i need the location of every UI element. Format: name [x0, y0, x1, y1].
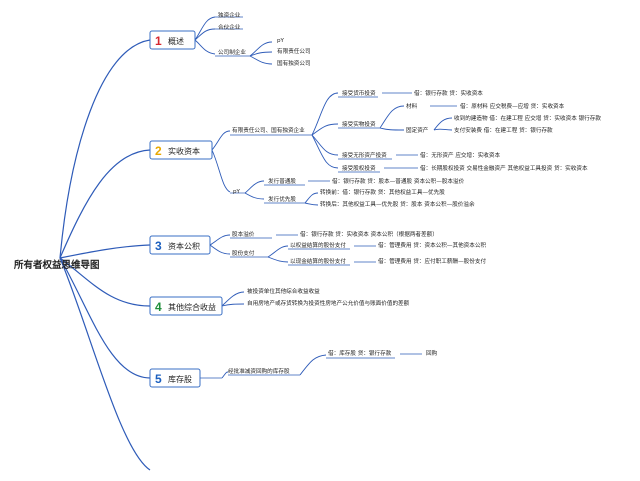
branch-4-node[interactable]: 4 其他综合收益 [149, 296, 223, 316]
branch-4-number: 4 [155, 300, 162, 314]
leaf-fixed-entry-2: 支付安装费 借：在建工程 贷：银行存款 [454, 126, 553, 134]
branch-1-number: 1 [155, 34, 162, 48]
leaf-treasury-entry: 借：库存股 贷：银行存款 [328, 349, 392, 357]
branch-3-number: 3 [155, 239, 162, 253]
branch-1-connectors [194, 16, 273, 65]
branch-3-node[interactable]: 3 资本公积 [149, 235, 211, 255]
leaf-after-conversion: 转换后：其他权益工具—优先股 贷：股本 资本公积—股价溢余 [320, 200, 475, 208]
branch-4-label: 其他综合收益 [168, 302, 216, 312]
leaf-premium-entry: 借：银行存款 贷：实收资本 资本公积（根据两者差额） [300, 230, 438, 238]
leaf-py-1: pY [277, 38, 285, 44]
branch-2-label: 实收资本 [168, 146, 200, 156]
leaf-preferred-shares: 发行优先股 [268, 195, 296, 203]
root-title: 所有者权益思维导图 [14, 259, 100, 271]
leaf-llc: 有限责任公司 [277, 47, 311, 55]
leaf-buyback: 回购 [426, 349, 438, 357]
branch-5-node[interactable]: 5 库存股 [149, 368, 201, 388]
leaf-py-2: pY [233, 189, 241, 195]
leaf-oci-investee: 被投资单位其他综合收益收益 [247, 287, 320, 295]
branch-2-connectors [211, 92, 457, 206]
leaf-oci-conversion: 自用房地产或存货转换为投资性房地产公允价值与账面价值的差额 [247, 299, 410, 307]
branch-1-label: 概述 [168, 36, 184, 46]
leaf-intangible: 接受无形资产投资 [342, 151, 387, 159]
leaf-partnership: 合伙企业 [218, 23, 241, 31]
branch-2-node[interactable]: 2 实收资本 [149, 140, 213, 160]
leaf-intangible-entry: 借：无形资产 应交增：实收资本 [420, 151, 500, 159]
main-connectors [59, 39, 151, 471]
leaf-approved-buyback: 经批准减资回购的库存股 [228, 367, 290, 375]
leaf-sole-proprietorship: 独资企业 [218, 11, 241, 19]
leaf-material: 材料 [406, 102, 418, 110]
leaf-material-entry: 借：原材料 应交税费—应增 贷：实收资本 [460, 102, 565, 110]
leaf-before-conversion: 转换前：借：银行存款 贷：其他权益工具—优先股 [320, 188, 445, 196]
leaf-corporate: 公司制企业 [218, 48, 246, 56]
branch-4-connectors [221, 291, 245, 307]
leaf-fixed-entry-1: 收到的建造物 借：在建工程 应交增 贷：实收资本 银行存款 [454, 114, 601, 122]
branch-2-number: 2 [155, 144, 162, 158]
branch-5-connectors [200, 353, 422, 379]
leaf-cash-settled: 以现金结算的股份支付 [290, 257, 346, 265]
leaf-ordinary-entry: 借：银行存款 贷：股本—普通股 资本公积—股本溢价 [332, 177, 465, 185]
leaf-equity-settled-entry: 借：管理费用 贷：资本公积—其他资本公积 [378, 241, 486, 249]
branch-3-label: 资本公积 [168, 241, 200, 251]
leaf-share-premium: 股本溢价 [232, 230, 255, 238]
leaf-fixed-asset: 固定资产 [406, 126, 429, 134]
leaf-equity-invest: 接受股权投资 [342, 164, 376, 172]
leaf-cash-invest: 接受货币投资 [342, 89, 376, 97]
leaf-equity-entry: 借：长期股权投资 交易性金融资产 其他权益工具投资 贷：实收资本 [420, 164, 588, 172]
leaf-share-payment: 股份支付 [232, 249, 255, 257]
leaf-cash-entry: 借：银行存款 贷：实收资本 [414, 89, 483, 97]
leaf-kind-invest: 接受实物投资 [342, 120, 376, 128]
branch-5-label: 库存股 [168, 374, 192, 384]
leaf-llc-state: 有限责任公司、国有独资企业 [232, 126, 305, 134]
leaf-equity-settled: 以权益结算的股份支付 [290, 241, 346, 249]
leaf-state-owned: 国有独资公司 [277, 59, 311, 67]
leaf-ordinary-shares: 发行普通股 [268, 177, 296, 185]
branch-5-number: 5 [155, 372, 162, 386]
branch-3-connectors [209, 234, 376, 266]
leaf-cash-settled-entry: 借：管理费用 贷：应付职工薪酬—股份支付 [378, 257, 486, 265]
branch-1-node[interactable]: 1 概述 [149, 30, 196, 50]
